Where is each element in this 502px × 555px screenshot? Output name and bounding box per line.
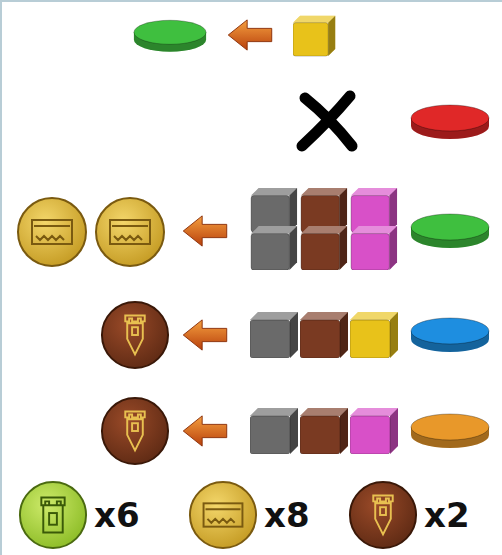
count-label: x6 [94, 498, 140, 532]
count-label: x2 [424, 498, 470, 532]
count-label: x8 [264, 498, 310, 532]
